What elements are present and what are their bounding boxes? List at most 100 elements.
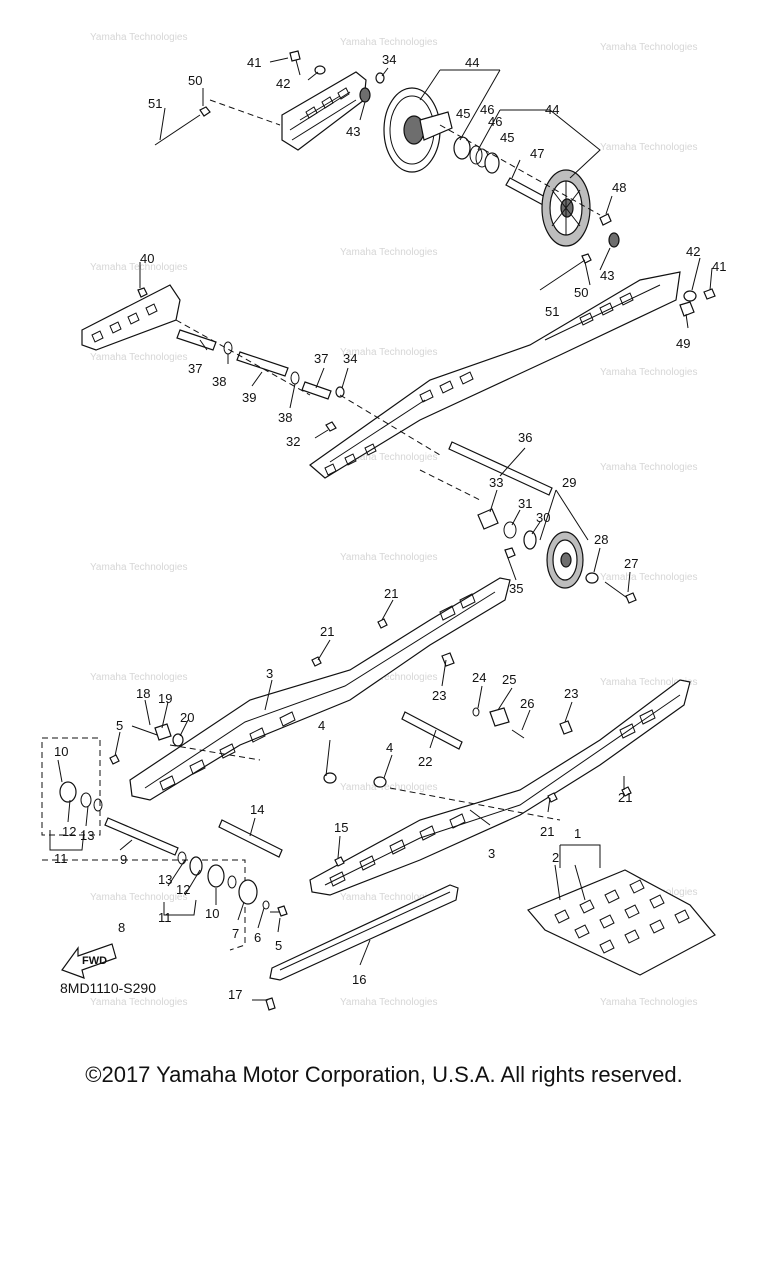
callout-10: 10 xyxy=(54,744,68,759)
callout-29: 29 xyxy=(562,475,576,490)
callout-37: 37 xyxy=(314,351,328,366)
callout-12: 12 xyxy=(176,882,190,897)
callout-13: 13 xyxy=(80,828,94,843)
copyright-notice: ©2017 Yamaha Motor Corporation, U.S.A. A… xyxy=(85,1062,683,1087)
callout-20: 20 xyxy=(180,710,194,725)
callout-42: 42 xyxy=(276,76,290,91)
callout-50: 50 xyxy=(574,285,588,300)
watermark: Yamaha Technologies xyxy=(600,572,697,583)
watermark: Yamaha Technologies xyxy=(340,672,437,683)
callout-31: 31 xyxy=(518,496,532,511)
callout-32: 32 xyxy=(286,434,300,449)
watermark: Yamaha Technologies xyxy=(340,552,437,563)
callout-13: 13 xyxy=(158,872,172,887)
callout-45: 45 xyxy=(456,106,470,121)
callout-14: 14 xyxy=(250,802,264,817)
callout-45: 45 xyxy=(500,130,514,145)
callout-7: 7 xyxy=(232,926,239,941)
callout-51: 51 xyxy=(148,96,162,111)
callout-51: 51 xyxy=(545,304,559,319)
callout-46: 46 xyxy=(488,114,502,129)
exploded-parts-diagram: Yamaha Technologies Yamaha Technologies … xyxy=(41,32,726,1011)
callout-46: 46 xyxy=(480,102,494,117)
callout-23: 23 xyxy=(432,688,446,703)
callout-5: 5 xyxy=(116,718,123,733)
callout-19: 19 xyxy=(158,691,172,706)
callout-27: 27 xyxy=(624,556,638,571)
wheel-spacers xyxy=(453,136,500,174)
callout-49: 49 xyxy=(676,336,690,351)
callout-11: 11 xyxy=(158,910,172,925)
callout-21: 21 xyxy=(540,824,554,839)
callout-48: 48 xyxy=(612,180,626,195)
front-cross-shaft xyxy=(218,711,463,858)
callout-4: 4 xyxy=(318,718,325,733)
watermark: Yamaha Technologies xyxy=(600,997,697,1008)
rear-wheel-right xyxy=(541,169,591,247)
watermark: Yamaha Technologies xyxy=(90,892,187,903)
callout-3: 3 xyxy=(266,666,273,681)
rear-arm-plate-left xyxy=(281,71,367,151)
callout-42: 42 xyxy=(686,244,700,259)
track-stud-panel xyxy=(527,869,716,976)
callout-33: 33 xyxy=(489,475,503,490)
slide-runner xyxy=(252,884,459,1011)
diagram-code: 8MD1110-S290 xyxy=(60,980,156,996)
callout-43: 43 xyxy=(346,124,360,139)
watermark: Yamaha Technologies xyxy=(90,672,187,683)
callout-41: 41 xyxy=(712,259,726,274)
callout-labels: 41 50 51 42 34 44 43 45 46 46 44 45 47 4… xyxy=(54,52,726,1002)
callout-34: 34 xyxy=(343,351,357,366)
callout-34: 34 xyxy=(382,52,396,67)
watermark: Yamaha Technologies xyxy=(340,247,437,258)
callout-2: 2 xyxy=(552,850,559,865)
callout-9: 9 xyxy=(120,852,127,867)
rear-arm-bracket-right xyxy=(309,271,681,479)
watermark: Yamaha Technologies xyxy=(340,37,437,48)
slide-rail-right xyxy=(309,679,691,896)
callout-50: 50 xyxy=(188,73,202,88)
callout-12: 12 xyxy=(62,824,76,839)
callout-10: 10 xyxy=(205,906,219,921)
callout-11: 11 xyxy=(54,851,68,866)
callout-38: 38 xyxy=(278,410,292,425)
idler-wheel-assembly xyxy=(419,441,637,604)
callout-4: 4 xyxy=(386,740,393,755)
callout-15: 15 xyxy=(334,820,348,835)
watermark: Yamaha Technologies xyxy=(90,562,187,573)
callout-44: 44 xyxy=(545,102,559,117)
watermark: Yamaha Technologies xyxy=(340,452,437,463)
callout-43: 43 xyxy=(600,268,614,283)
callout-37: 37 xyxy=(188,361,202,376)
callout-1: 1 xyxy=(574,826,581,841)
watermark: Yamaha Technologies xyxy=(340,347,437,358)
callout-3: 3 xyxy=(488,846,495,861)
callout-17: 17 xyxy=(228,987,242,1002)
watermark: Yamaha Technologies xyxy=(340,997,437,1008)
fwd-label: FWD xyxy=(82,955,107,967)
callout-21: 21 xyxy=(618,790,632,805)
callout-23: 23 xyxy=(564,686,578,701)
callout-26: 26 xyxy=(520,696,534,711)
callout-22: 22 xyxy=(418,754,432,769)
callout-18: 18 xyxy=(136,686,150,701)
watermark: Yamaha Technologies xyxy=(600,142,697,153)
watermark: Yamaha Technologies xyxy=(600,42,697,53)
callout-36: 36 xyxy=(518,430,532,445)
leader-lines xyxy=(49,57,713,966)
rear-wheel-left xyxy=(383,87,453,173)
watermark: Yamaha Technologies xyxy=(600,462,697,473)
rear-dashed-guides xyxy=(209,99,601,216)
callout-21: 21 xyxy=(320,624,334,639)
callout-24: 24 xyxy=(472,670,486,685)
watermark: Yamaha Technologies xyxy=(90,352,187,363)
watermark: Yamaha Technologies xyxy=(340,892,437,903)
watermark: Yamaha Technologies xyxy=(600,367,697,378)
rear-cross-rods xyxy=(175,319,441,456)
front-axle-group xyxy=(41,737,270,951)
rear-arm-bracket-left xyxy=(81,284,181,351)
callout-38: 38 xyxy=(212,374,226,389)
callout-5: 5 xyxy=(275,938,282,953)
callout-25: 25 xyxy=(502,672,516,687)
callout-21: 21 xyxy=(384,586,398,601)
